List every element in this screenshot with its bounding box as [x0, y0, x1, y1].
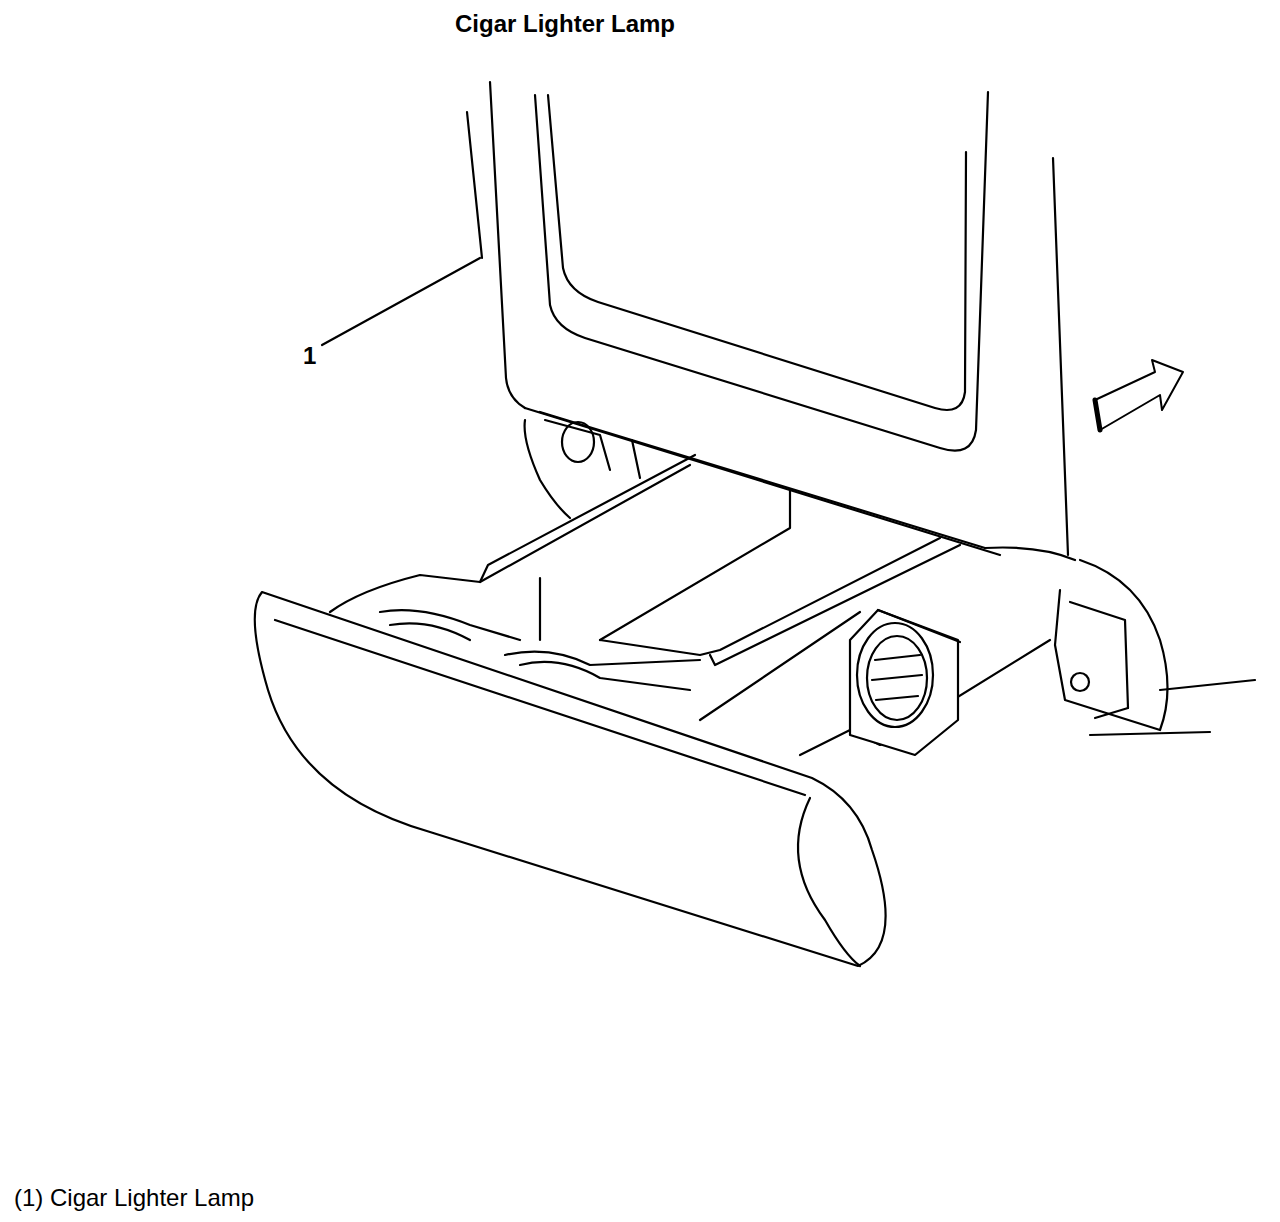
- illustration-stroke: [525, 408, 1000, 555]
- illustration-stroke: [380, 610, 520, 640]
- illustration-stroke: [857, 623, 933, 727]
- illustration-stroke: [467, 112, 482, 258]
- illustration-stroke: [867, 636, 927, 720]
- illustration-stroke: [390, 623, 470, 640]
- illustration-stroke: [1071, 673, 1089, 691]
- illustration-stroke: [1055, 560, 1168, 730]
- leader-line: [322, 258, 480, 345]
- illustration-stroke: [985, 548, 1075, 561]
- illustration-stroke: [545, 420, 610, 470]
- illustration-stroke: [490, 82, 525, 408]
- illustration-stroke: [480, 455, 695, 582]
- illustration-stroke: [1070, 602, 1128, 708]
- console-housing: [467, 82, 1075, 560]
- illustration-stroke: [872, 655, 922, 700]
- illustration-stroke: [850, 610, 958, 755]
- illustration-stroke: [632, 440, 640, 478]
- illustration-stroke: [700, 612, 860, 720]
- illustration-stroke: [1053, 158, 1068, 555]
- illustration-stroke: [798, 798, 860, 966]
- illustration-stroke: [535, 92, 988, 451]
- illustration-stroke: [520, 662, 690, 690]
- callout-number: 1: [301, 342, 318, 371]
- illustration-stroke: [1160, 680, 1255, 690]
- illustration-stroke: [255, 592, 886, 966]
- illustration-stroke: [539, 578, 541, 640]
- illustration-stroke: [1090, 732, 1210, 735]
- illustration-stroke: [1095, 708, 1128, 718]
- tray-front-lid: [255, 592, 886, 966]
- illustration-stroke: [1095, 400, 1100, 430]
- illustration-stroke: [548, 95, 966, 410]
- illustration-stroke: [1095, 360, 1183, 430]
- lighter-socket: [850, 610, 960, 755]
- illustration-stroke: [275, 620, 805, 795]
- direction-arrow: [1095, 360, 1183, 430]
- illustration-stroke: [540, 412, 985, 548]
- diagram-title: Cigar Lighter Lamp: [455, 10, 675, 39]
- illustration-stroke: [600, 490, 790, 640]
- illustration-stroke: [562, 422, 594, 462]
- figure-caption: (1) Cigar Lighter Lamp: [14, 1184, 254, 1213]
